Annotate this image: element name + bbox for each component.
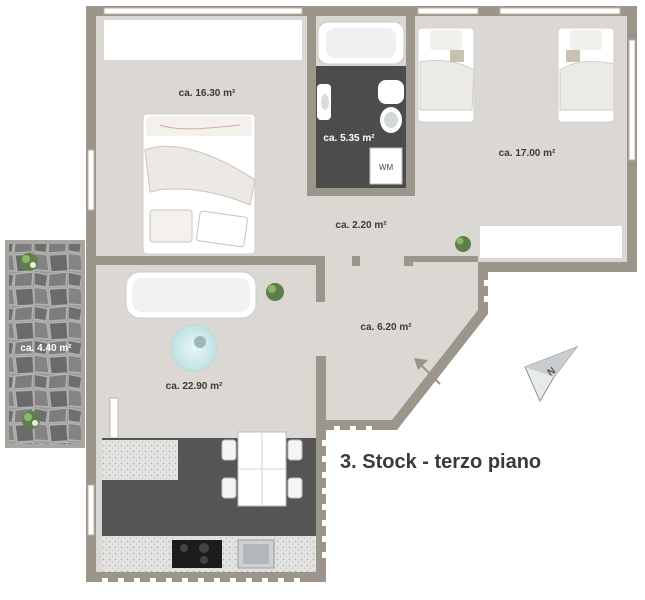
area-label-bedroom-master: ca. 16.30 m²	[179, 88, 236, 99]
entrance-arrow-icon	[414, 358, 441, 385]
floor-title: 3. Stock - terzo piano	[340, 451, 541, 473]
interior-walls	[96, 16, 478, 420]
area-label-hallway: ca. 2.20 m²	[335, 220, 387, 231]
sofa	[125, 271, 257, 319]
bathtub	[317, 21, 405, 65]
dining-table	[221, 431, 303, 507]
bedroom-plant-icon	[455, 236, 471, 252]
washing-machine-label: WM	[379, 163, 394, 172]
area-label-bathroom: ca. 5.35 m²	[323, 133, 375, 144]
coffee-table	[170, 324, 218, 372]
single-bed-left	[417, 27, 475, 123]
balcony	[5, 240, 85, 448]
room-living-kitchen	[102, 271, 316, 572]
wall-hatching	[102, 280, 488, 582]
single-bed-right	[557, 27, 615, 123]
sink	[317, 84, 331, 120]
kitchen-sink	[237, 539, 275, 569]
area-label-entrance: ca. 6.20 m²	[360, 322, 412, 333]
living-plant-icon	[266, 283, 284, 301]
area-label-living-kitchen: ca. 22.90 m²	[166, 381, 223, 392]
balcony-plant-icon	[20, 253, 38, 271]
room-bedroom-twin	[417, 27, 622, 258]
area-label-bedroom-twin: ca. 17.00 m²	[499, 148, 556, 159]
room-bedroom-master	[104, 20, 302, 255]
windows	[87, 7, 636, 536]
room-bathroom: WM	[316, 21, 406, 188]
stove	[172, 540, 222, 568]
washing-machine: WM	[369, 147, 403, 185]
toilet	[378, 80, 404, 133]
compass-icon: N	[524, 345, 579, 403]
room-entrance	[414, 358, 441, 385]
balcony-plant-icon	[22, 411, 40, 429]
double-bed	[142, 113, 256, 255]
door-living	[109, 397, 119, 439]
area-label-balcony: ca. 4.40 m²	[20, 343, 72, 354]
kitchen-counter-top	[102, 440, 178, 480]
